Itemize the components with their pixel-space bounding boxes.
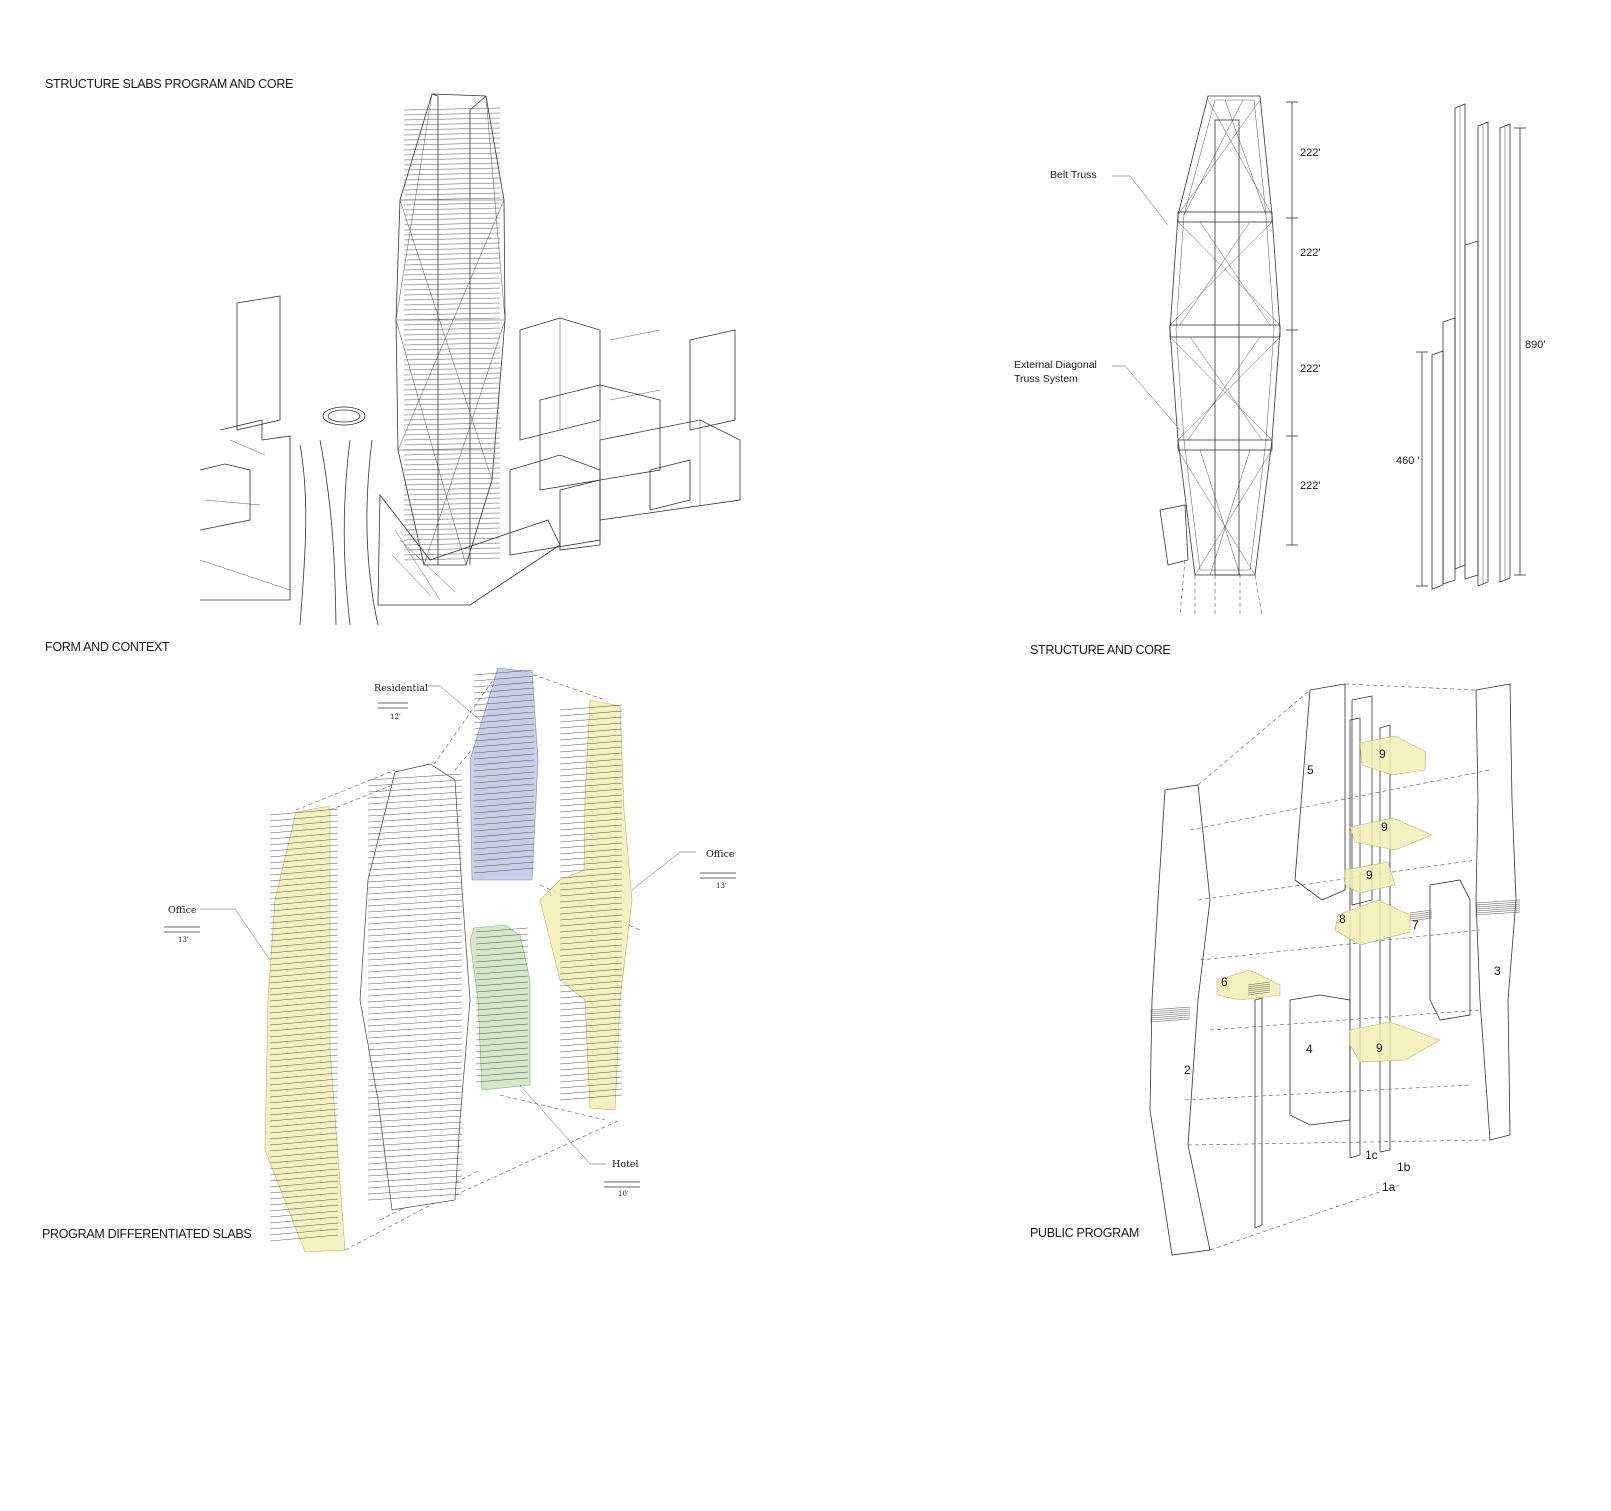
program-number-9-second: 9 xyxy=(1381,820,1388,834)
dim-segment-2: 222' xyxy=(1300,247,1321,259)
caption-structure-core: STRUCTURE AND CORE xyxy=(1030,643,1171,657)
program-number-8: 8 xyxy=(1339,912,1346,926)
program-number-6: 6 xyxy=(1221,975,1228,989)
program-number-1b: 1b xyxy=(1397,1160,1411,1174)
program-number-9-bottom: 9 xyxy=(1376,1041,1383,1055)
label-residential: Residential xyxy=(374,683,429,694)
dim-office-left: 13' xyxy=(178,936,189,944)
program-number-5: 5 xyxy=(1307,763,1314,777)
program-number-9-third: 9 xyxy=(1366,868,1373,882)
label-office-right: Office xyxy=(706,849,735,860)
program-number-3: 3 xyxy=(1494,964,1501,978)
dim-hotel: 10' xyxy=(618,1190,629,1198)
caption-structure-slabs: STRUCTURE SLABS PROGRAM AND CORE xyxy=(45,77,294,91)
dim-office-right: 13' xyxy=(716,882,727,890)
program-number-4: 4 xyxy=(1306,1042,1313,1056)
label-office-left: Office xyxy=(168,905,197,916)
program-number-9-top: 9 xyxy=(1379,747,1386,761)
context-tower-axonometric xyxy=(199,93,741,626)
program-number-1a: 1a xyxy=(1382,1180,1396,1194)
caption-form-context: FORM AND CONTEXT xyxy=(45,640,170,654)
dim-core-890: 890' xyxy=(1525,339,1546,351)
program-number-2: 2 xyxy=(1184,1063,1191,1077)
dim-segment-3: 222' xyxy=(1300,363,1321,375)
program-number-1c: 1c xyxy=(1365,1148,1378,1162)
label-diagonal-line2: Truss System xyxy=(1014,373,1078,385)
program-number-7: 7 xyxy=(1412,918,1419,932)
dim-segment-1: 222' xyxy=(1300,147,1321,159)
caption-program-slabs: PROGRAM DIFFERENTIATED SLABS xyxy=(42,1227,252,1241)
label-hotel: Hotel xyxy=(612,1159,639,1170)
program-slabs-diagram xyxy=(164,667,736,1253)
caption-public-program: PUBLIC PROGRAM xyxy=(1030,1226,1140,1240)
dim-core-460: 460 ' xyxy=(1396,455,1420,467)
structure-core-diagram xyxy=(1112,95,1526,616)
label-belt-truss: Belt Truss xyxy=(1050,169,1097,181)
public-program-diagram xyxy=(1149,683,1521,1256)
dim-residential: 12' xyxy=(390,713,401,721)
label-diagonal-line1: External Diagonal xyxy=(1014,359,1097,371)
dim-segment-4: 222' xyxy=(1300,480,1321,492)
